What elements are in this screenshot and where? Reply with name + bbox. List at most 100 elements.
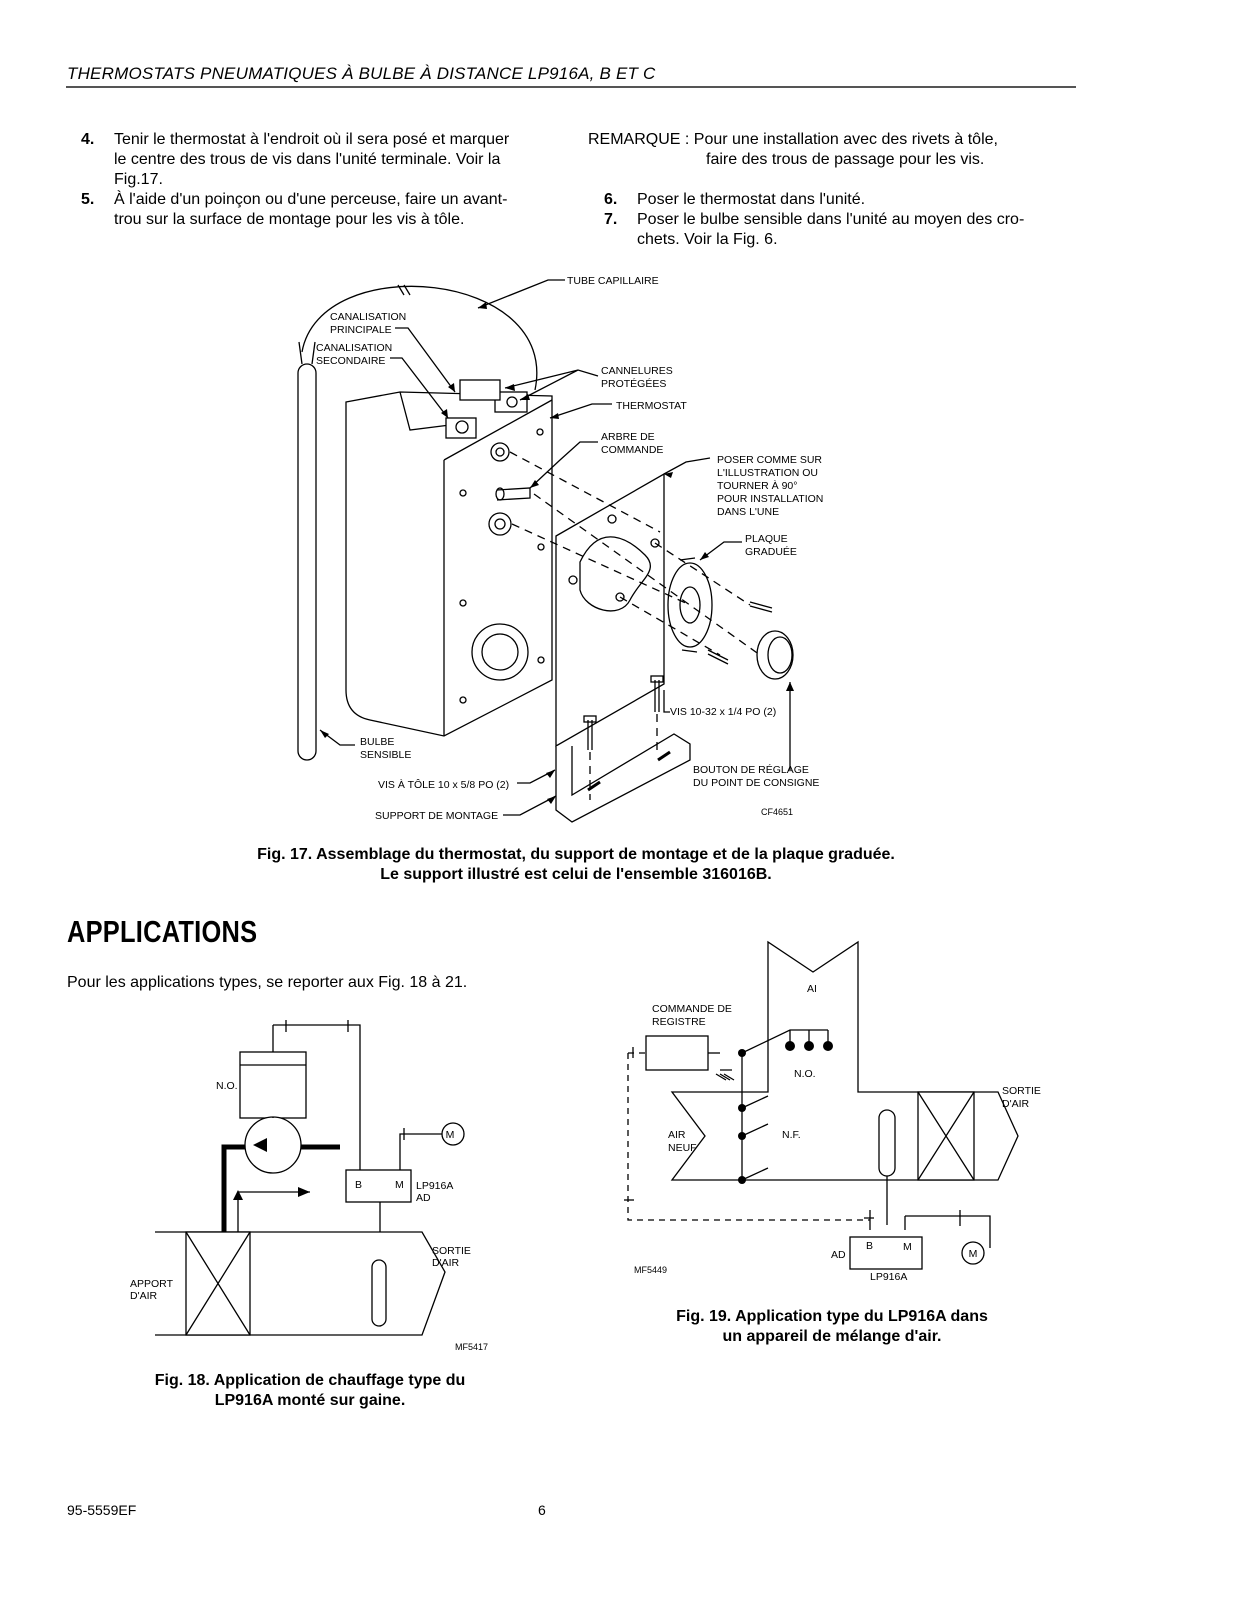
header-rule <box>66 86 1076 88</box>
fig17-label: DANS L'UNE <box>717 506 779 518</box>
fig19-label: COMMANDE DE <box>652 1003 732 1015</box>
step-line: Poser le bulbe sensible dans l'unité au … <box>637 211 1025 228</box>
step-4: 4. Tenir le thermostat à l'endroit où il… <box>81 130 561 188</box>
mixing-box <box>670 940 1019 1181</box>
mounting-plate <box>555 472 665 748</box>
fig18-label: AD <box>416 1192 431 1204</box>
fig18-code: MF5417 <box>455 1342 488 1352</box>
fig17-label: VIS 10-32 x 1/4 PO (2) <box>670 706 776 718</box>
fig19-label: B <box>866 1240 873 1252</box>
damper-actuator <box>645 1035 709 1071</box>
step-line: Tenir le thermostat à l'endroit où il se… <box>114 131 510 148</box>
fig18-label: D'AIR <box>432 1257 460 1269</box>
remark-line-1: REMARQUE : Pour une installation avec de… <box>588 131 998 148</box>
step-6: 6. Poser le thermostat dans l'unité. <box>604 190 1084 210</box>
bulb <box>878 1109 896 1177</box>
fig17-label: THERMOSTAT <box>616 400 687 412</box>
fig17-label: SUPPORT DE MONTAGE <box>375 810 498 822</box>
fig18-label: N.O. <box>216 1080 238 1092</box>
step-line: trou sur la surface de montage pour les … <box>114 211 465 228</box>
fig17-label: GRADUÉE <box>745 545 797 558</box>
step-line: Fig.17. <box>114 171 163 188</box>
fig19-caption-line-1: Fig. 19. Application type du LP916A dans <box>676 1308 988 1325</box>
fig19-label: M <box>903 1241 912 1253</box>
fig19-diagram: AI COMMANDE DE REGISTRE N.O. SORTIE D'AI… <box>624 940 1041 1283</box>
controller-box <box>849 1236 923 1270</box>
fig17-label: VIS À TÔLE 10 x 5/8 PO (2) <box>378 778 509 791</box>
fig19-label: NEUF <box>668 1142 697 1154</box>
fig18-label: D'AIR <box>130 1290 158 1302</box>
sensing-bulb <box>297 363 317 761</box>
fig19-label: LP916A <box>870 1271 907 1283</box>
fig17-caption-line-2: Le support illustré est celui de l'ensem… <box>380 866 772 883</box>
fig17-label: CANALISATION <box>316 342 392 354</box>
fig17-label: BOUTON DE RÉGLAGE <box>693 763 809 776</box>
fig18-caption-line-2: LP916A monté sur gaine. <box>214 1392 406 1409</box>
dial-plate <box>667 562 713 648</box>
fig17-label: BULBE <box>360 736 394 748</box>
fig17-label: ARBRE DE <box>601 431 655 443</box>
fig18-label: B <box>355 1179 362 1191</box>
fig19-label: N.O. <box>794 1068 816 1080</box>
fig17-caption-line-1: Fig. 17. Assemblage du thermostat, du su… <box>257 846 895 863</box>
valve-box <box>239 1051 307 1119</box>
step-line: chets. Voir la Fig. 6. <box>637 231 778 248</box>
fig18-caption-line-1: Fig. 18. Application de chauffage type d… <box>154 1372 466 1389</box>
fig18-label: APPORT <box>130 1278 174 1290</box>
remark-line-2: faire des trous de passage pour les vis. <box>706 151 985 168</box>
footer-page-number: 6 <box>538 1502 546 1518</box>
fig17-label: CANNELURES <box>601 365 673 377</box>
fig18-label: LP916A <box>416 1180 453 1192</box>
step-number: 5. <box>81 191 95 208</box>
fig17-label: SENSIBLE <box>360 749 411 761</box>
fig17-code: CF4651 <box>761 807 793 817</box>
fig17-label: PLAQUE <box>745 533 788 545</box>
fig18-diagram: N.O. M B M LP916A AD SORTIE D'AIR APPORT… <box>130 1020 488 1352</box>
fig18-label: SORTIE <box>432 1245 471 1257</box>
fig19-label: N.F. <box>782 1129 801 1141</box>
step-line: le centre des trous de vis dans l'unité … <box>114 151 501 168</box>
fig19-label: AD <box>831 1249 846 1261</box>
fig17-label: COMMANDE <box>601 444 663 456</box>
fig17-label: CANALISATION <box>330 311 406 323</box>
bracket <box>555 733 691 823</box>
step-line: Poser le thermostat dans l'unité. <box>637 191 866 208</box>
section-heading-applications: APPLICATIONS <box>67 914 258 949</box>
fig19-label: AIR <box>668 1129 686 1141</box>
controller-box <box>345 1169 412 1203</box>
fig17-label: TUBE CAPILLAIRE <box>567 275 659 287</box>
applications-intro: Pour les applications types, se reporter… <box>67 974 468 991</box>
fig19-label: REGISTRE <box>652 1016 706 1028</box>
capillary-tube <box>301 285 538 391</box>
motor-circle <box>441 1122 465 1146</box>
fig17-label: SECONDAIRE <box>316 355 385 367</box>
fig18-label: M <box>446 1129 455 1141</box>
fig17-label: TOURNER À 90° <box>717 479 797 492</box>
fig19-caption-line-2: un appareil de mélange d'air. <box>722 1328 942 1345</box>
step-line: À l'aide d'un poinçon ou d'une perceuse,… <box>114 191 508 208</box>
fig19-label: AI <box>807 983 817 995</box>
fig19-label: D'AIR <box>1002 1098 1030 1110</box>
page-header-title: THERMOSTATS PNEUMATIQUES À BULBE À DISTA… <box>67 64 656 83</box>
step-number: 4. <box>81 131 95 148</box>
fig17-label: DU POINT DE CONSIGNE <box>693 777 819 789</box>
fig17-label: L'ILLUSTRATION OU <box>717 467 818 479</box>
motor-circle <box>961 1241 985 1265</box>
thermostat-body <box>345 391 553 737</box>
bulb <box>371 1259 387 1327</box>
fig19-label: SORTIE <box>1002 1085 1041 1097</box>
fig17-diagram: TUBE CAPILLAIRE CANALISATION PRINCIPALE … <box>297 275 823 823</box>
setpoint-knob <box>756 630 794 680</box>
step-number: 7. <box>604 211 618 228</box>
step-number: 6. <box>604 191 618 208</box>
fig17-label: POUR INSTALLATION <box>717 493 823 505</box>
fig19-code: MF5449 <box>634 1265 667 1275</box>
fig19-label: M <box>969 1248 978 1260</box>
step-5: 5. À l'aide d'un poinçon ou d'une perceu… <box>81 190 561 230</box>
footer-doc-number: 95-5559EF <box>67 1502 137 1518</box>
fig17-label: POSER COMME SUR <box>717 454 822 466</box>
fig17-label: PRINCIPALE <box>330 324 392 336</box>
fig17-label: PROTÉGÉES <box>601 377 666 390</box>
fig18-label: M <box>395 1179 404 1191</box>
duct <box>155 1231 446 1336</box>
